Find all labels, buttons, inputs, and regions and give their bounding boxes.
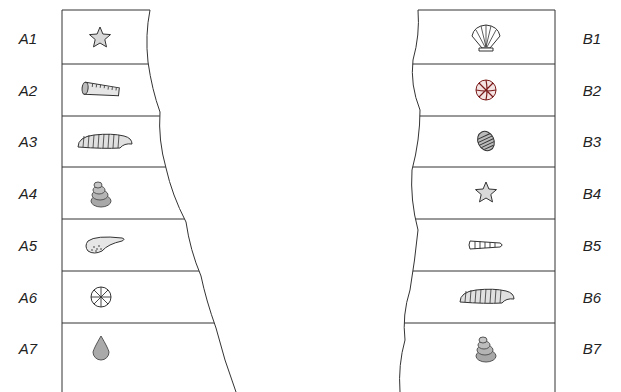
layer-label: A3	[19, 134, 37, 149]
layer-label: B4	[583, 186, 601, 201]
layer-label: B6	[583, 290, 601, 305]
layer-label: B7	[583, 341, 601, 356]
layer-label: A7	[19, 341, 37, 356]
layer-label: B5	[583, 238, 601, 253]
layer-label: A6	[19, 290, 37, 305]
layer-label: A5	[19, 238, 37, 253]
layer-label: A1	[19, 31, 37, 46]
layer-label: B2	[583, 83, 601, 98]
layer-label: A2	[19, 83, 37, 98]
layer-label: B3	[583, 134, 601, 149]
layer-label: A4	[19, 186, 37, 201]
layer-label: B1	[583, 31, 601, 46]
